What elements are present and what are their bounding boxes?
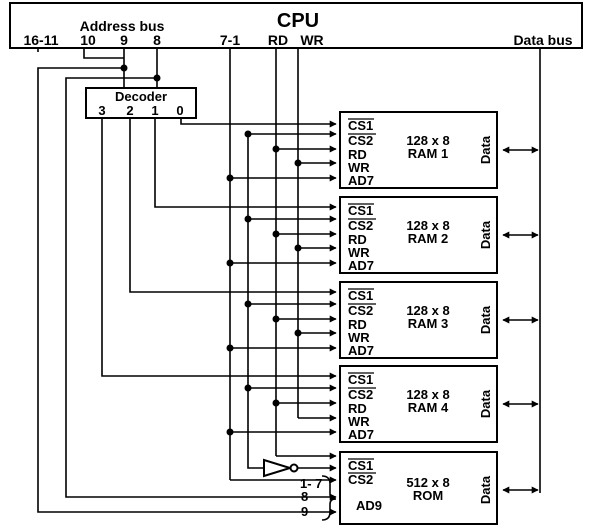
rom-size: 512 x 8: [406, 475, 449, 490]
ram4-box: [339, 365, 498, 443]
ram4-cs1: CS1: [348, 372, 373, 387]
junction-ram1-cs2: [244, 130, 252, 138]
address-bus-label: Address bus: [80, 18, 165, 34]
pin-addr-16-11: 16-11: [23, 32, 58, 48]
ram4-wr: WR: [348, 414, 370, 429]
ram1-name: RAM 1: [408, 146, 448, 161]
ram1-rd: RD: [348, 147, 367, 162]
decoder-output-1: 1: [151, 103, 158, 118]
ram1-data: Data: [478, 135, 493, 164]
wire-dec2-to-ram3: [129, 118, 337, 296]
pin-addr-8: 8: [153, 32, 161, 48]
junction-ram4-ad7: [226, 428, 234, 436]
ram2-cs2: CS2: [348, 218, 373, 233]
ram4-rd: RD: [348, 401, 367, 416]
decoder-output-0: 0: [176, 103, 183, 118]
wire-addr-8-to-rom: [65, 77, 337, 501]
decoder-output-3: 3: [98, 103, 105, 118]
pin-addr-7-1: 7-1: [220, 32, 240, 48]
ram2-data: Data: [478, 220, 493, 249]
ram2-ad7: AD7: [348, 258, 374, 273]
rom-data: Data: [478, 475, 493, 504]
ram1-cs1: CS1: [348, 118, 373, 133]
pin-addr-10: 10: [80, 32, 96, 48]
ram3-cs2: CS2: [348, 303, 373, 318]
junction-ram4-rd: [272, 399, 280, 407]
rom-input-8: 8: [301, 489, 308, 504]
junction-ram2-wr: [294, 244, 302, 252]
rom-input-9: 9: [301, 504, 308, 519]
junction-ram3-ad7: [226, 344, 234, 352]
decoder-box: [85, 87, 197, 119]
wire-cs2-to-inverter: [247, 440, 264, 469]
ram1-ad7: AD7: [348, 173, 374, 188]
ram4-name: RAM 4: [408, 400, 449, 415]
rom-ad9: AD9: [356, 498, 382, 513]
junction-ram1-wr: [294, 159, 302, 167]
rom-name: ROM: [413, 488, 443, 503]
junction-ram3-wr: [294, 329, 302, 337]
junction-ram3-rd: [272, 315, 280, 323]
decoder-output-2: 2: [126, 103, 133, 118]
ram-chip-4: CS1 CS2 RD WR AD7 128 x 8 RAM 4 Data: [339, 365, 498, 443]
ram3-rd: RD: [348, 317, 367, 332]
ram-chip-2: CS1 CS2 RD WR AD7 128 x 8 RAM 2 Data: [339, 196, 498, 274]
ram3-box: [339, 281, 498, 359]
wire-dec0-to-ram1: [180, 118, 337, 128]
data-bus-label: Data bus: [513, 32, 572, 48]
ram4-ad7: AD7: [348, 427, 374, 442]
junction-ram2-rd: [272, 230, 280, 238]
junction-ram3-cs2: [244, 300, 252, 308]
ad9-brace: [321, 475, 337, 521]
pin-addr-9: 9: [120, 32, 128, 48]
junction-ram1-ad7: [226, 174, 234, 182]
rom-cs1: CS1: [348, 458, 373, 473]
ram1-cs2: CS2: [348, 133, 373, 148]
rom-cs2: CS2: [348, 472, 373, 487]
inverter-gate: [263, 458, 294, 478]
junction-ram2-cs2: [244, 215, 252, 223]
ram4-cs2: CS2: [348, 387, 373, 402]
wire-addr-9-to-rom: [37, 67, 337, 516]
ram-chip-1: CS1 CS2 RD WR AD7 128 x 8 RAM 1 Data: [339, 111, 498, 189]
ram3-cs1: CS1: [348, 288, 373, 303]
ram3-ad7: AD7: [348, 343, 374, 358]
rom-chip: CS1 CS2 512 x 8 ROM Data AD9: [339, 451, 498, 525]
ram3-wr: WR: [348, 330, 370, 345]
pin-wr: WR: [300, 32, 323, 48]
ram2-wr: WR: [348, 245, 370, 260]
rom-input-1-7: 1- 7: [300, 476, 322, 491]
junction-ram4-cs2: [244, 384, 252, 392]
wire-dec3-to-ram4: [101, 118, 337, 380]
ram1-wr: WR: [348, 160, 370, 175]
inverter-bubble: [289, 463, 299, 473]
rom-box: [339, 451, 498, 525]
ram2-name: RAM 2: [408, 231, 448, 246]
ram2-size: 128 x 8: [406, 218, 449, 233]
cpu-title: CPU: [277, 10, 319, 32]
wire-addr-10-jog: [83, 48, 124, 59]
decoder-title: Decoder: [115, 89, 167, 104]
ram2-rd: RD: [348, 232, 367, 247]
ram3-name: RAM 3: [408, 316, 448, 331]
ram2-cs1: CS1: [348, 203, 373, 218]
ram3-data: Data: [478, 305, 493, 334]
ram2-box: [339, 196, 498, 274]
ram4-data: Data: [478, 389, 493, 418]
junction-ram2-ad7: [226, 259, 234, 267]
pin-rd: RD: [268, 32, 288, 48]
ram1-box: [339, 111, 498, 189]
ram4-size: 128 x 8: [406, 387, 449, 402]
wire-dec1-to-ram2: [154, 118, 337, 211]
ram3-size: 128 x 8: [406, 303, 449, 318]
ram-chip-3: CS1 CS2 RD WR AD7 128 x 8 RAM 3 Data: [339, 281, 498, 359]
ram1-size: 128 x 8: [406, 133, 449, 148]
cpu-box: [9, 2, 583, 49]
junction-ram1-rd: [272, 145, 280, 153]
